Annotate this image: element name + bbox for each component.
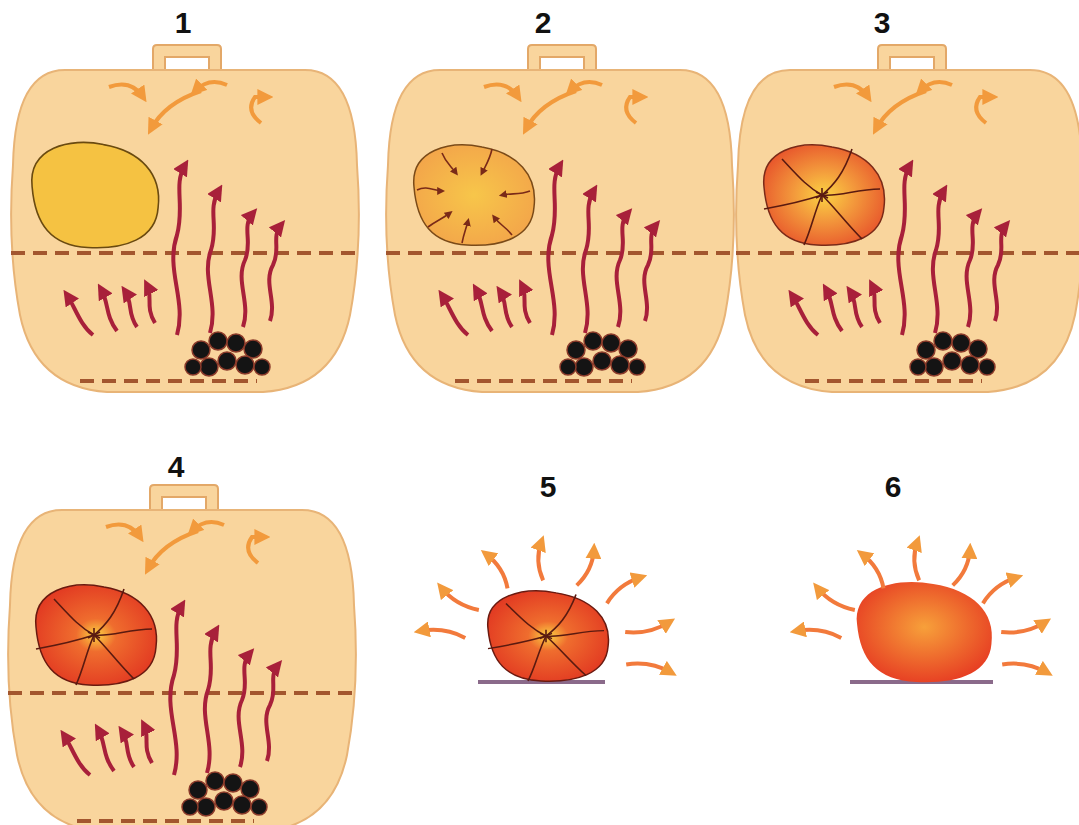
heat-ray xyxy=(607,577,641,603)
heat-ray xyxy=(983,577,1017,603)
heat-ray xyxy=(577,549,594,585)
step-number: 5 xyxy=(540,472,557,502)
heat-ray xyxy=(862,554,884,589)
resting-food xyxy=(420,541,671,682)
heat-ray xyxy=(1002,664,1047,673)
heat-ray xyxy=(441,588,479,610)
step-number: 1 xyxy=(175,8,192,38)
grill-panel xyxy=(736,45,1079,392)
grill-panel xyxy=(11,45,359,392)
heat-ray xyxy=(626,664,671,673)
heat-ray xyxy=(796,630,841,638)
heat-ray xyxy=(953,549,970,585)
heat-ray xyxy=(486,554,508,589)
step-number: 3 xyxy=(874,8,891,38)
heat-ray xyxy=(914,541,919,580)
heat-ray xyxy=(420,630,465,638)
grill-panel xyxy=(8,485,356,825)
grill-panel xyxy=(386,45,734,392)
step-number: 6 xyxy=(885,472,902,502)
cooked-food xyxy=(796,541,1047,682)
heat-ray xyxy=(1001,622,1045,633)
step-number: 2 xyxy=(535,8,552,38)
heat-ray xyxy=(538,541,543,580)
heat-ray xyxy=(625,622,669,633)
step-number: 4 xyxy=(168,452,185,482)
heat-ray xyxy=(817,588,855,610)
